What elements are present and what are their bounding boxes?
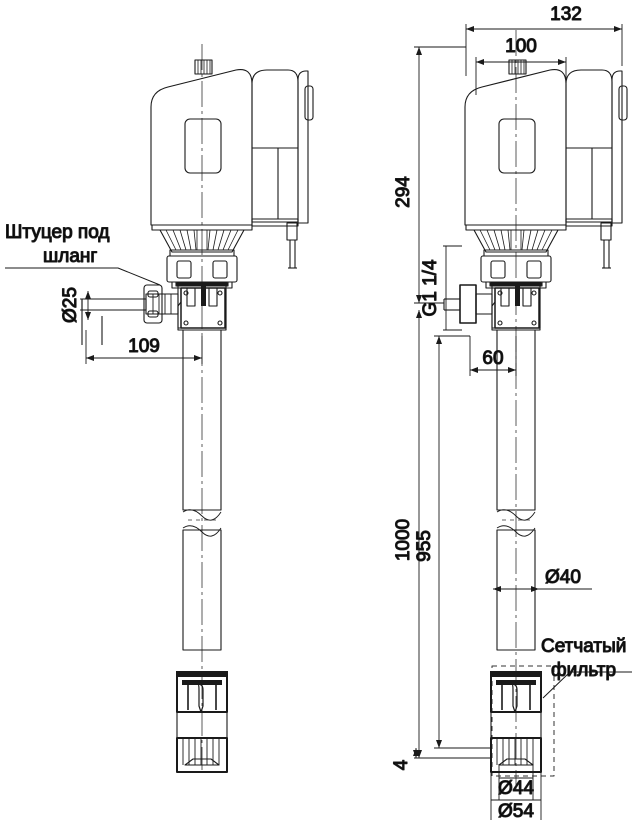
hose-fitting-callout: [5, 267, 161, 286]
mesh-filter-callout: [542, 671, 632, 699]
cooling-fin-section: [151, 224, 253, 257]
mesh-filter-assembly: [176, 671, 228, 773]
dim-dia54-label: Ø54: [498, 801, 534, 822]
motor-housing-right: [464, 69, 628, 227]
dim-132-label: 132: [550, 4, 582, 25]
dim-1000-label: 1000: [393, 519, 414, 561]
dim-955-label: 955: [414, 530, 435, 562]
left-view: Штуцер под шланг Ø25 109: [4, 44, 314, 773]
mesh-filter-label-line1: Сетчатый: [541, 636, 626, 657]
dim-hose-dia-label: Ø25: [60, 287, 81, 323]
mesh-filter-label-line2: фильтр: [551, 660, 616, 681]
dim-100-label: 100: [505, 36, 537, 57]
pump-head-body-right: [489, 281, 543, 331]
dim-dia54: [490, 772, 542, 820]
dim-dia44-label: Ø44: [498, 778, 534, 799]
mesh-filter-assembly-right: [490, 671, 542, 773]
dim-955: [434, 335, 492, 749]
suction-tube: [182, 329, 222, 651]
hose-barb-outlet: [81, 284, 179, 345]
dim-4-label: 4: [391, 759, 412, 770]
dim-294-label: 294: [393, 176, 414, 208]
filter-highlight-box: [491, 665, 555, 777]
dim-1000: [414, 310, 492, 759]
dim-dia40-label: Ø40: [545, 567, 581, 588]
dim-109-label: 109: [128, 336, 160, 357]
dim-100: [475, 57, 567, 95]
dim-294: [414, 46, 466, 304]
dim-60-label: 60: [482, 348, 503, 369]
cooling-fin-section-right: [465, 224, 567, 257]
hose-fitting-label-line2: шланг: [43, 246, 97, 267]
motor-top-cap: [194, 59, 213, 75]
dim-132: [465, 24, 623, 76]
threaded-outlet: [443, 284, 493, 324]
dim-hose-dia: [80, 291, 94, 320]
dim-60: [469, 336, 517, 376]
dim-g114-label: G1 1/4: [420, 259, 441, 316]
motor-housing: [150, 69, 314, 227]
dim-dia44: [498, 764, 534, 800]
power-cable: [286, 222, 298, 269]
power-cable-right: [600, 222, 612, 269]
right-view: Сетчатый фильтр 132 100 294: [390, 3, 632, 823]
hose-fitting-label-line1: Штуцер под: [5, 222, 109, 243]
dim-g114: [443, 245, 462, 331]
dim-109: [85, 330, 203, 364]
